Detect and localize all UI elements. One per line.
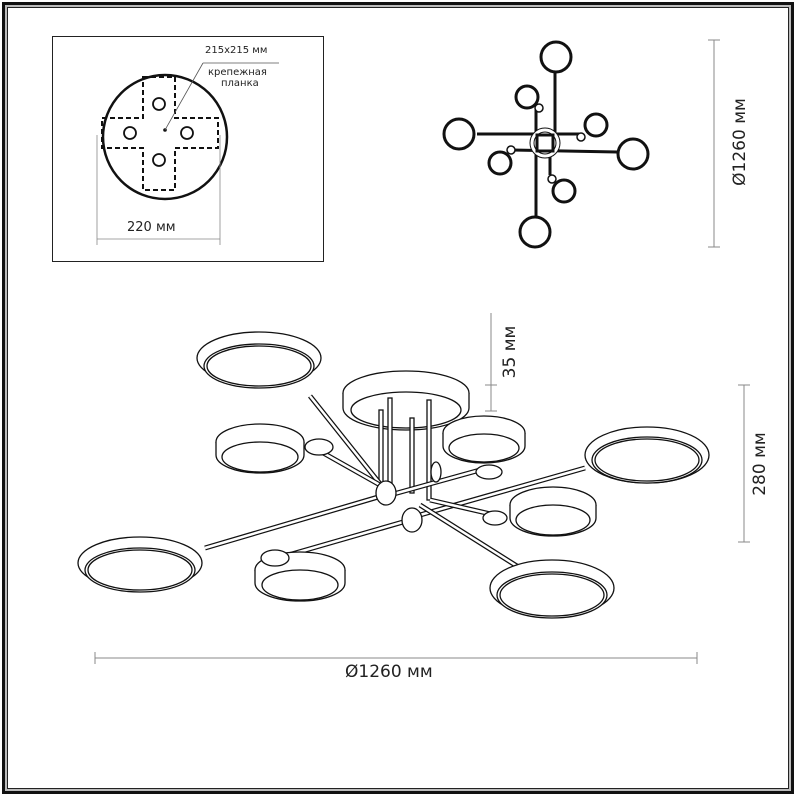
total-height-label: 280 мм <box>750 432 770 496</box>
plate-name-line2: планка <box>221 78 259 89</box>
plate-name-label: крепежная планка <box>208 67 267 89</box>
base-diameter-label: 220 мм <box>127 220 176 235</box>
side-view-diameter-label: Ø1260 мм <box>345 662 433 682</box>
canopy-height-label: 35 мм <box>500 325 520 379</box>
plate-size-label: 215x215 мм <box>205 45 268 56</box>
plate-name-line1: крепежная <box>208 67 267 78</box>
